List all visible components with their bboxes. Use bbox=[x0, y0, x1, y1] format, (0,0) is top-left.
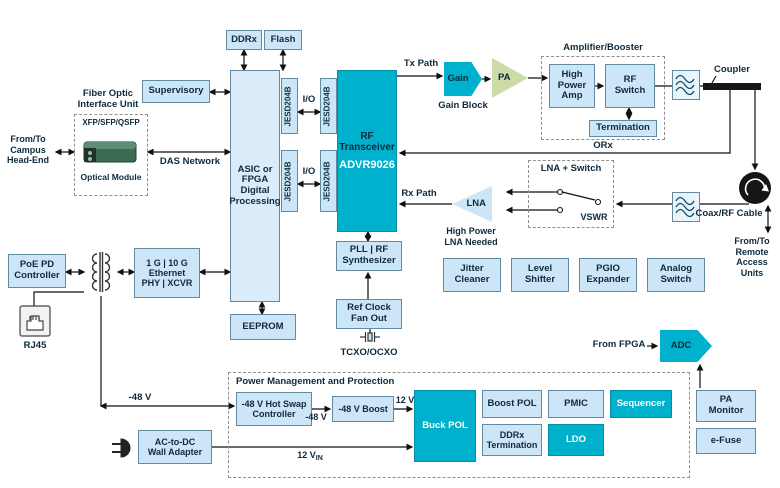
rj45-label: RJ45 bbox=[23, 340, 47, 351]
pmic-block: PMIC bbox=[548, 390, 604, 418]
module-type-label: XFP/SFP/QSFP bbox=[82, 118, 140, 127]
vswr-label: VSWR bbox=[580, 212, 608, 222]
coax-cable-label: Coax/RF Cable bbox=[695, 208, 763, 219]
flash-block: Flash bbox=[264, 30, 302, 50]
efuse-block: e-Fuse bbox=[696, 428, 756, 454]
transceiver-part-number: ADVR9026 bbox=[339, 158, 395, 171]
rf-transceiver-label: RF Transceiver bbox=[339, 131, 395, 154]
12v-label: 12 V bbox=[395, 395, 415, 405]
pgio-expander-block: PGIO Expander bbox=[579, 258, 637, 292]
neg48v-mid-label: -48 V bbox=[305, 412, 327, 422]
12vin-sub: IN bbox=[315, 455, 323, 462]
amplifier-booster-title: Amplifier/Booster bbox=[563, 42, 643, 53]
gain-block-caption: Gain Block bbox=[438, 100, 488, 111]
jesd204b-label: JESD204B bbox=[284, 160, 294, 202]
io-label: I/O bbox=[302, 94, 316, 105]
fiber-unit-title: Fiber Optic Interface Unit bbox=[77, 88, 139, 111]
optical-module-icon bbox=[80, 132, 142, 170]
pa-monitor-block: PA Monitor bbox=[696, 390, 756, 422]
lna-switch-box bbox=[528, 160, 614, 228]
analog-switch-block: Analog Switch bbox=[647, 258, 705, 292]
ldo-block: LDO bbox=[548, 424, 604, 456]
ddrx-block: DDRx bbox=[226, 30, 262, 50]
circulator-icon bbox=[739, 172, 771, 204]
ac-plug-icon bbox=[110, 437, 136, 459]
12vin-label: 12 VIN bbox=[282, 450, 338, 463]
boost-pol-block: Boost POL bbox=[482, 390, 542, 418]
orx-label: ORx bbox=[593, 140, 613, 151]
coupler-label: Coupler bbox=[714, 64, 750, 75]
from-fpga-label: From FPGA bbox=[592, 339, 646, 350]
filter-icon bbox=[672, 192, 700, 222]
ac-dc-adapter-block: AC-to-DC Wall Adapter bbox=[138, 430, 212, 464]
ref-clock-fanout-block: Ref Clock Fan Out bbox=[336, 299, 402, 329]
jesd204b-block: JESD204B bbox=[320, 150, 337, 212]
neg48v-label: -48 V bbox=[128, 392, 152, 403]
lna-switch-title: LNA + Switch bbox=[540, 163, 602, 174]
termination-block: Termination bbox=[589, 120, 657, 137]
eeprom-block: EEPROM bbox=[230, 314, 296, 340]
rj45-icon bbox=[18, 304, 52, 338]
jitter-cleaner-block: Jitter Cleaner bbox=[443, 258, 501, 292]
remote-units-label: From/To Remote Access Units bbox=[734, 236, 770, 278]
rx-path-label: Rx Path bbox=[401, 188, 437, 199]
12vin-main: 12 V bbox=[297, 450, 316, 460]
high-power-amp-block: High Power Amp bbox=[549, 64, 595, 108]
lna-caption: High Power LNA Needed bbox=[444, 226, 498, 247]
asic-fpga-block: ASIC or FPGA Digital Processing bbox=[229, 70, 281, 302]
amplifier-booster-box bbox=[541, 56, 665, 140]
sequencer-block: Sequencer bbox=[610, 390, 672, 418]
jesd204b-block: JESD204B bbox=[281, 150, 298, 212]
pll-synthesizer-block: PLL | RF Synthesizer bbox=[336, 241, 402, 271]
io-label: I/O bbox=[302, 166, 316, 177]
switch-contacts-icon bbox=[556, 188, 602, 214]
from-campus-label: From/To Campus Head-End bbox=[6, 134, 49, 166]
filter-icon bbox=[672, 70, 700, 100]
fiber-unit-box bbox=[74, 114, 148, 196]
supervisory-block: Supervisory bbox=[142, 80, 210, 103]
jesd204b-label: JESD204B bbox=[323, 85, 333, 127]
crystal-icon bbox=[360, 330, 380, 344]
neg48v-boost-block: -48 V Boost bbox=[332, 396, 394, 422]
rf-switch-block: RF Switch bbox=[605, 64, 655, 108]
rf-transceiver-block: RF Transceiver ADVR9026 bbox=[337, 70, 397, 232]
jesd204b-block: JESD204B bbox=[281, 78, 298, 134]
optical-module-label: Optical Module bbox=[80, 172, 142, 182]
transformer-icon bbox=[84, 246, 118, 298]
jesd204b-block: JESD204B bbox=[320, 78, 337, 134]
poe-pd-controller-block: PoE PD Controller bbox=[8, 254, 66, 288]
ddrx-termination-block: DDRx Termination bbox=[482, 424, 542, 456]
hot-swap-controller-block: -48 V Hot Swap Controller bbox=[236, 392, 312, 426]
level-shifter-block: Level Shifter bbox=[511, 258, 569, 292]
tcxo-label: TCXO/OCXO bbox=[340, 347, 398, 358]
buck-pol-block: Buck POL bbox=[414, 390, 476, 462]
power-management-box bbox=[228, 372, 690, 478]
jesd204b-label: JESD204B bbox=[284, 85, 294, 127]
das-network-label: DAS Network bbox=[159, 156, 221, 167]
ethernet-phy-block: 1 G | 10 G Ethernet PHY | XCVR bbox=[134, 248, 200, 298]
tx-path-label: Tx Path bbox=[403, 58, 439, 69]
power-management-title: Power Management and Protection bbox=[236, 376, 395, 387]
jesd204b-label: JESD204B bbox=[323, 160, 333, 202]
coupler-icon bbox=[703, 83, 761, 90]
